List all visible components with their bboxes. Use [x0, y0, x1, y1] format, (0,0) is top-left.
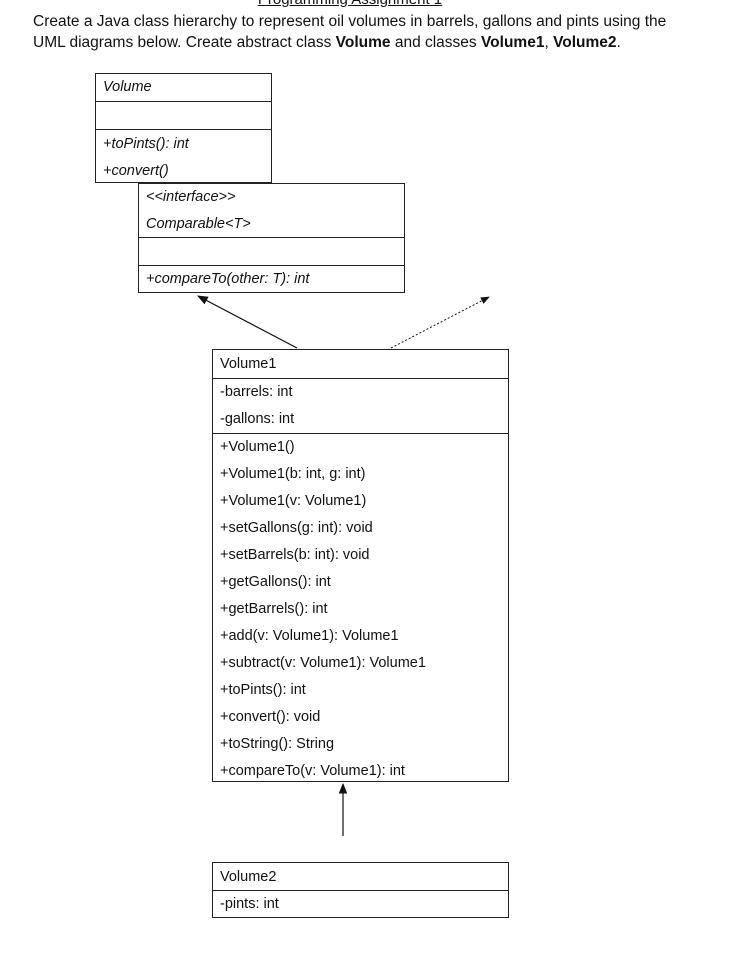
volume1-method: +Volume1(v: Volume1): [220, 493, 367, 509]
assignment-intro: Create a Java class hierarchy to represe…: [33, 11, 693, 53]
interface-comparable: <<interface>> Comparable<T> +compareTo(o…: [138, 183, 405, 293]
volume1-attribute: -barrels: int: [220, 384, 293, 400]
volume1-method: +subtract(v: Volume1): Volume1: [220, 655, 426, 671]
volume1-method: +compareTo(v: Volume1): int: [220, 763, 405, 779]
comparable-method: +compareTo(other: T): int: [146, 271, 310, 287]
volume1-method: +toPints(): int: [220, 682, 306, 698]
volume-methods-compartment: +toPints(): int +convert(): [96, 130, 271, 185]
volume1-method: +add(v: Volume1): Volume1: [220, 628, 399, 644]
volume-attributes-compartment: [96, 102, 271, 130]
volume2-class-name: Volume2: [220, 869, 277, 885]
class-volume2: Volume2 -pints: int: [212, 862, 509, 918]
volume1-methods-compartment: +Volume1() +Volume1(b: int, g: int) +Vol…: [213, 434, 508, 785]
assignment-title: Programming Assignment 1: [0, 0, 700, 8]
volume1-attribute: -gallons: int: [220, 411, 295, 427]
volume1-class-name: Volume1: [220, 356, 277, 372]
class-volume1: Volume1 -barrels: int -gallons: int +Vol…: [212, 349, 509, 782]
volume2-name-compartment: Volume2: [213, 863, 508, 891]
volume1-attributes-compartment: -barrels: int -gallons: int: [213, 379, 508, 434]
realization-arrow-comparable: [197, 295, 298, 349]
volume1-method: +getGallons(): int: [220, 574, 331, 590]
volume-class-name: Volume: [103, 79, 152, 95]
comparable-name: Comparable<T>: [146, 216, 251, 232]
volume-method: +convert(): [103, 163, 169, 179]
comparable-name-compartment: <<interface>> Comparable<T>: [139, 184, 404, 238]
intro-volume: Volume: [335, 34, 391, 51]
volume-method: +toPints(): int: [103, 136, 189, 152]
intro-volume2: Volume2: [553, 34, 617, 51]
volume1-method: +Volume1(b: int, g: int): [220, 466, 366, 482]
intro-end: .: [616, 34, 621, 51]
class-volume: Volume +toPints(): int +convert(): [95, 73, 272, 183]
volume1-name-compartment: Volume1: [213, 350, 508, 379]
comparable-attributes-compartment: [139, 238, 404, 266]
intro-volume1: Volume1: [480, 34, 545, 51]
volume1-method: +getBarrels(): int: [220, 601, 328, 617]
volume1-method: +setBarrels(b: int): void: [220, 547, 370, 563]
inheritance-arrow-volume: [390, 296, 490, 349]
comparable-methods-compartment: +compareTo(other: T): int: [139, 266, 404, 293]
volume-name-compartment: Volume: [96, 74, 271, 102]
volume1-method: +convert(): void: [220, 709, 321, 725]
comparable-stereotype: <<interface>>: [146, 189, 236, 205]
volume1-method: +Volume1(): [220, 439, 295, 455]
volume2-attributes-compartment: -pints: int: [213, 891, 508, 918]
intro-comma: ,: [544, 34, 554, 51]
volume1-method: +setGallons(g: int): void: [220, 520, 373, 536]
volume1-method: +toString(): String: [220, 736, 335, 752]
intro-text-2: and classes: [390, 34, 481, 51]
volume2-attribute: -pints: int: [220, 896, 279, 912]
intro-text-1: Create a Java class hierarchy to represe…: [33, 13, 667, 51]
